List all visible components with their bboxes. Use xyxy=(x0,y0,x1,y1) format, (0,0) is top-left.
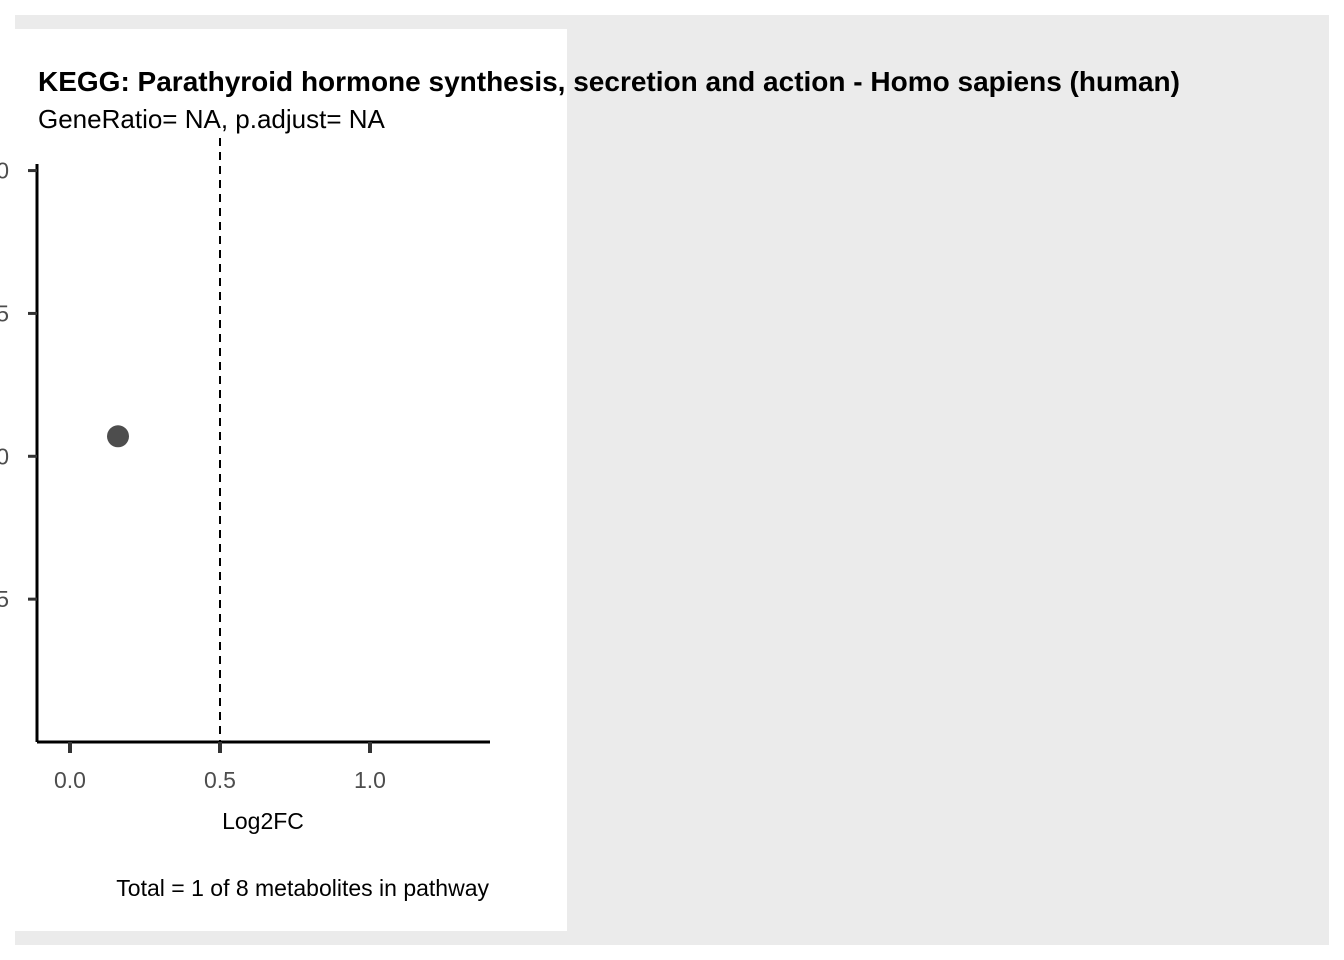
x-axis-title: Log2FC xyxy=(222,808,304,834)
data-point xyxy=(107,425,129,448)
y-tick-label: 5 xyxy=(0,586,9,612)
data-points xyxy=(107,425,129,448)
x-tick-label: 1.0 xyxy=(354,767,386,793)
chart-caption: Total = 1 of 8 metabolites in pathway xyxy=(116,875,489,901)
y-axis: 5 0 5 0 xyxy=(0,158,39,742)
y-tick-label: 0 xyxy=(0,158,9,184)
y-tick-label: 0 xyxy=(0,443,9,469)
x-axis: 0.0 0.5 1.0 xyxy=(37,740,490,793)
background-panel xyxy=(15,15,1329,945)
chart-title: KEGG: Parathyroid hormone synthesis, sec… xyxy=(38,66,1180,97)
x-tick-label: 0.0 xyxy=(54,767,86,793)
chart-subtitle: GeneRatio= NA, p.adjust= NA xyxy=(38,104,386,134)
plot-panel xyxy=(15,29,567,931)
y-tick-label: 5 xyxy=(0,300,9,326)
x-tick-label: 0.5 xyxy=(204,767,236,793)
